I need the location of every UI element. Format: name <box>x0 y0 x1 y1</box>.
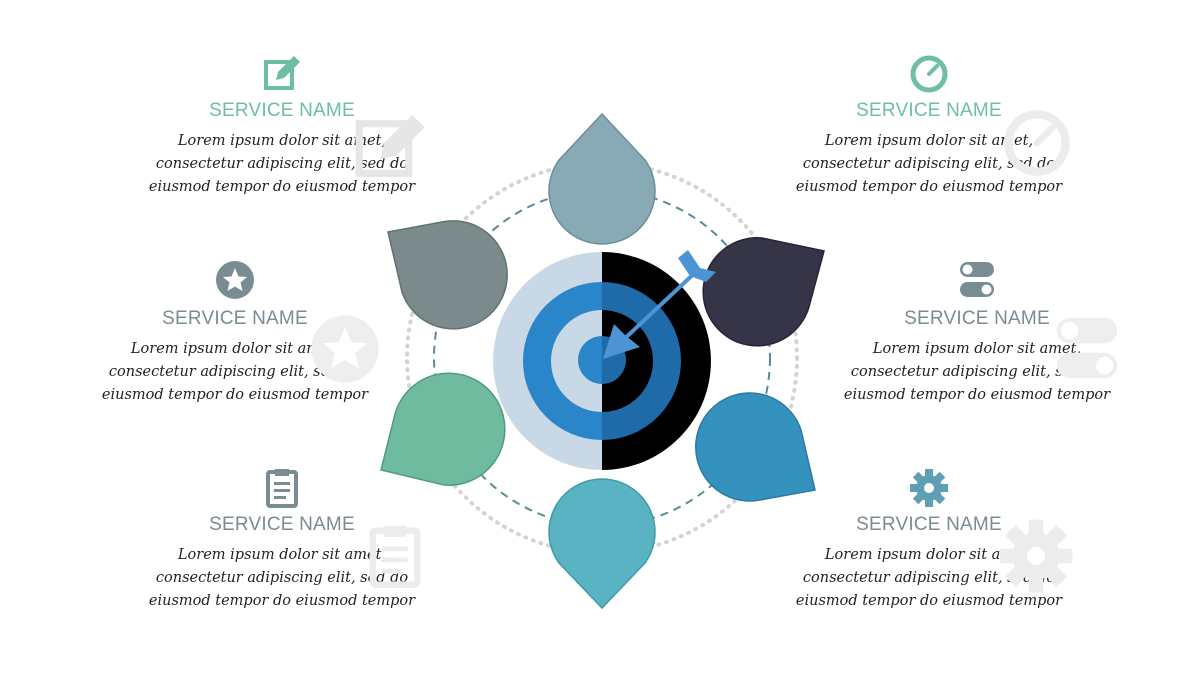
service-desc-line1: Lorem ipsum dolor sit amet, <box>824 547 1034 563</box>
service-desc-line3: eiusmod tempor do eiusmod tempor <box>843 387 1111 403</box>
star-watermark-icon <box>311 315 379 383</box>
service-desc-line3: eiusmod tempor do eiusmod tempor <box>148 593 416 609</box>
clipboard-watermark-icon <box>369 525 421 588</box>
service-desc-line3: eiusmod tempor do eiusmod tempor <box>795 179 1063 195</box>
toggle-icon <box>960 262 994 297</box>
service-desc-line2: consectetur adipiscing elit, sed do <box>802 156 1056 172</box>
gear-watermark-icon <box>999 519 1073 593</box>
service-title: SERVICE NAME <box>209 514 355 535</box>
toggle-watermark-icon <box>1056 317 1118 379</box>
service-desc-line3: eiusmod tempor do eiusmod tempor <box>148 179 416 195</box>
droplet-top-right <box>702 237 825 347</box>
service-desc-line2: consectetur adipiscing elit, sed do <box>155 570 409 586</box>
service-desc-line1: Lorem ipsum dolor sit amet, <box>824 133 1034 149</box>
service-desc-line1: Lorem ipsum dolor sit amet, <box>872 341 1082 357</box>
service-block-6: SERVICE NAME Lorem ipsum dolor sit amet,… <box>764 466 1094 613</box>
droplet-bottom-left <box>380 372 506 486</box>
service-block-4: SERVICE NAME Lorem ipsum dolor sit amet,… <box>764 52 1094 199</box>
gear-icon <box>910 469 948 507</box>
target-right-half <box>602 252 711 470</box>
speedometer-icon <box>910 55 948 93</box>
service-desc-line2: consectetur adipiscing elit, sed do <box>850 364 1104 380</box>
service-desc-line2: consectetur adipiscing elit, sed do <box>155 156 409 172</box>
service-desc-line1: Lorem ipsum dolor sit amet, <box>177 547 387 563</box>
edit-watermark-icon <box>355 114 425 177</box>
service-desc-line3: eiusmod tempor do eiusmod tempor <box>795 593 1063 609</box>
droplet-top <box>548 112 656 245</box>
service-block-2: SERVICE NAME Lorem ipsum dolor sit amet,… <box>70 258 400 407</box>
service-desc-line1: Lorem ipsum dolor sit amet, <box>130 341 340 357</box>
star-icon <box>216 261 254 299</box>
service-title: SERVICE NAME <box>856 100 1002 121</box>
service-desc-line2: consectetur adipiscing elit, sed do <box>108 364 362 380</box>
target-left-half <box>493 252 602 470</box>
droplet-top-left <box>387 220 508 330</box>
arrow <box>603 250 716 359</box>
service-block-1: SERVICE NAME Lorem ipsum dolor sit amet,… <box>117 52 447 199</box>
clipboard-icon <box>266 469 298 508</box>
speedometer-watermark-icon <box>1004 110 1070 176</box>
service-title: SERVICE NAME <box>162 308 308 329</box>
service-title: SERVICE NAME <box>904 308 1050 329</box>
service-title: SERVICE NAME <box>856 514 1002 535</box>
service-desc-line1: Lorem ipsum dolor sit amet, <box>177 133 387 149</box>
service-block-3: SERVICE NAME Lorem ipsum dolor sit amet,… <box>117 466 447 613</box>
service-desc-line2: consectetur adipiscing elit, sed do <box>802 570 1056 586</box>
droplet-bottom-right <box>695 392 816 502</box>
service-block-5: SERVICE NAME Lorem ipsum dolor sit amet,… <box>812 258 1142 407</box>
droplet-bottom <box>548 478 656 610</box>
service-title: SERVICE NAME <box>209 100 355 121</box>
service-desc-line3: eiusmod tempor do eiusmod tempor <box>101 387 369 403</box>
edit-icon <box>264 56 300 90</box>
